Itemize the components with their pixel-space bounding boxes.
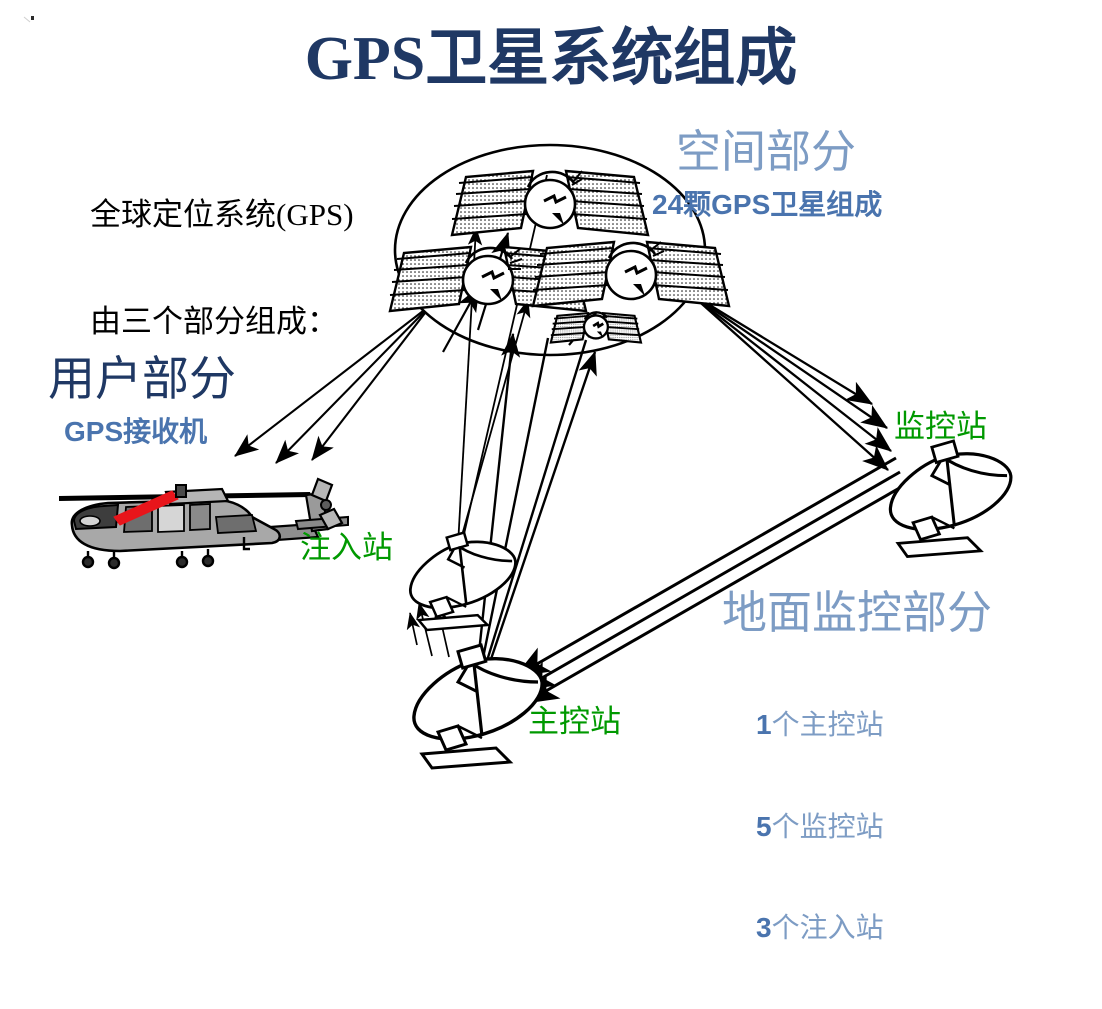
ground-item-label: 个注入站 [771,912,884,944]
ground-segment-list: 1个主控站 5个监控站 3个注入站 [756,645,884,1009]
ground-item-count: 3 [756,911,772,943]
signal-beams-to-user [234,310,426,464]
signal-beams-to-monitor [689,292,892,471]
ground-segment-title: 地面监控部分 [722,588,993,638]
satellite-icon [450,169,650,237]
satellite-dish-icon [888,439,1013,558]
satellite-dish-icon [412,643,544,770]
ground-item-count: 5 [756,810,772,842]
list-item: 5个监控站 [756,807,884,848]
page-title: GPS卫星系统组成 [304,25,798,93]
uplink-from-master-station [476,332,597,666]
satellite-icon [549,311,643,344]
slide-canvas: GPS卫星系统组成 全球定位系统(GPS) 由三个部分组成： 空间部分 24颗G… [23,16,1013,944]
helicopter-icon [59,477,349,570]
intro-line-1: 全球定位系统(GPS) [90,196,354,232]
stray-mark [23,16,34,23]
beams-master-to-monitor [514,456,904,705]
user-segment-subtitle: GPS接收机 [64,416,208,447]
space-segment-subtitle: 24颗GPS卫星组成 [652,189,883,220]
ground-item-label: 个主控站 [771,710,884,742]
label-upload-station: 注入站 [300,530,393,565]
ground-item-count: 1 [756,709,772,741]
satellite-icon [531,240,731,308]
intro-line-2: 由三个部分组成： [90,303,338,339]
ground-item-label: 个监控站 [771,811,884,843]
diagram-artwork [23,16,1013,770]
satellite-dish-icon [409,531,517,632]
list-item: 1个主控站 [756,705,884,746]
label-master-station: 主控站 [528,704,621,739]
user-segment-title: 用户部分 [48,354,236,406]
list-item: 3个注入站 [756,908,884,949]
intro-text: 全球定位系统(GPS) 由三个部分组成： [90,128,354,408]
space-segment-title: 空间部分 [676,127,857,177]
label-monitor-station: 监控站 [894,409,987,444]
